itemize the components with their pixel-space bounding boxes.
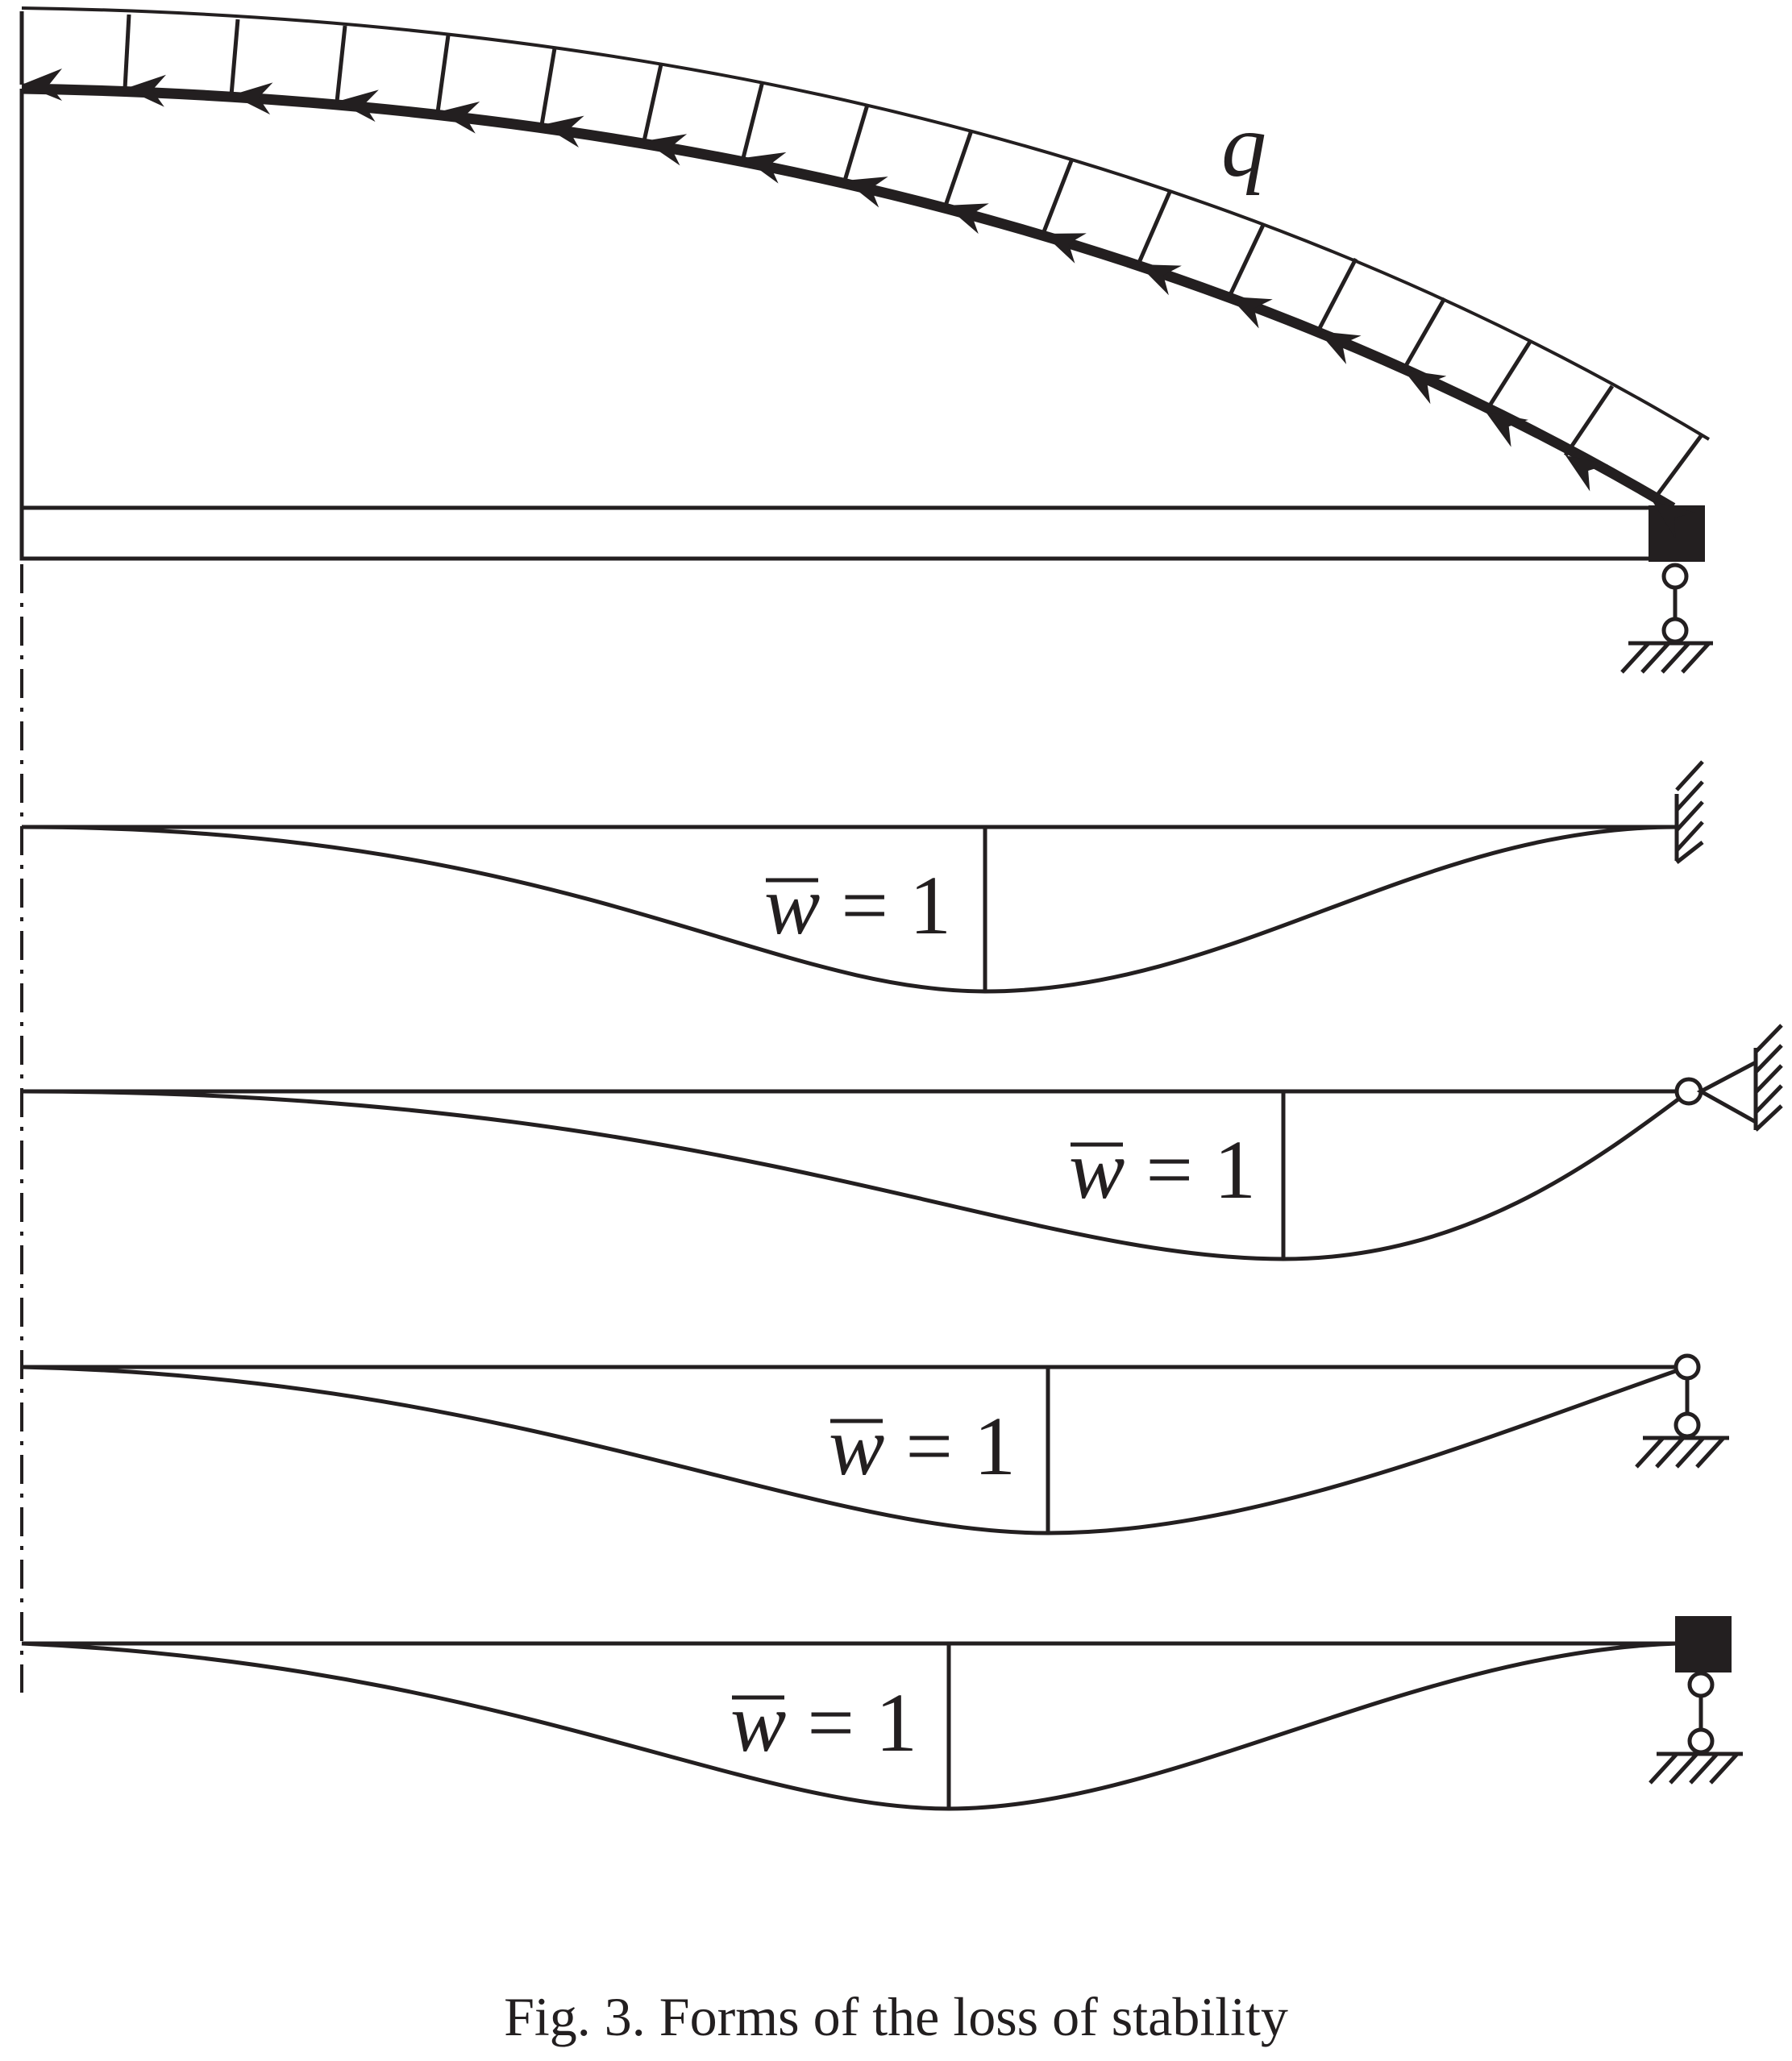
curved-roof [21,83,1676,513]
load-arrow [1136,189,1182,296]
w-symbol: w [764,859,820,952]
ground-hatch-icon [1635,1436,1725,1469]
support-hinge-upper-icon [1661,563,1689,590]
load-arrow [642,64,688,166]
svg-text:w = 1: w = 1 [1069,1124,1256,1216]
load-arrow [1483,340,1532,447]
load-label: q [1221,96,1266,196]
svg-text:w = 1: w = 1 [829,1400,1016,1493]
pin-hatch-icon [1754,1024,1783,1132]
load-arrow [741,81,787,184]
mode-4-label: w = 1 [730,1677,917,1769]
load-arrows [19,11,1703,538]
buckling-mode-3 [21,1353,1729,1535]
load-arrow [1227,222,1273,329]
buckling-mode-4 [21,1616,1743,1811]
svg-text:w = 1: w = 1 [730,1677,917,1769]
support-hinge-upper-icon [1674,1353,1701,1381]
load-arrow [1041,158,1087,264]
ground-hatch-icon [1649,1752,1739,1785]
base-beam [19,505,1673,561]
load-arrow [1401,297,1447,405]
clamp-hatch-icon [1675,760,1704,864]
w-symbol: w [1069,1124,1125,1216]
fixed-block-icon [1675,1616,1732,1672]
support-hinge-lower-icon [1687,1727,1715,1755]
mode-1-label: w = 1 [764,859,951,952]
buckling-mode-1 [21,760,1704,994]
load-arrow [1316,257,1362,364]
mode-2-label: w = 1 [1069,1124,1256,1216]
w-value: = 1 [820,859,951,952]
loaded-structure [19,6,1713,674]
load-arrow [123,14,167,107]
w-symbol: w [730,1677,786,1769]
load-envelope [21,6,1711,441]
mode-shape-curve [21,1089,1690,1261]
mode-shape-curve [21,1365,1688,1535]
w-symbol: w [829,1400,884,1493]
load-arrow [1563,384,1615,492]
mode-shape-curve [21,1641,1678,1811]
w-value: = 1 [786,1677,917,1769]
fixed-block-icon [1649,505,1705,562]
load-arrow [229,19,273,115]
w-value: = 1 [1125,1124,1256,1216]
load-arrow [435,35,480,134]
svg-text:w = 1: w = 1 [764,859,951,952]
w-value: = 1 [884,1400,1016,1493]
load-arrow [943,130,989,235]
figure-caption: Fig. 3. Forms of the loss of stability [504,1986,1288,2047]
mode-3-label: w = 1 [829,1400,1016,1493]
load-arrow [842,104,888,208]
ground-hatch-icon [1620,642,1711,674]
support-hinge-lower-icon [1661,617,1689,644]
support-hinge-lower-icon [1674,1411,1701,1439]
buckling-mode-2 [21,1024,1783,1261]
support-hinge-upper-icon [1687,1671,1715,1698]
load-arrow [335,25,379,123]
mode-shape-curve [21,825,1678,994]
pin-triangle-icon [1696,1058,1758,1126]
load-arrow [1650,434,1703,538]
load-arrow [539,48,584,148]
